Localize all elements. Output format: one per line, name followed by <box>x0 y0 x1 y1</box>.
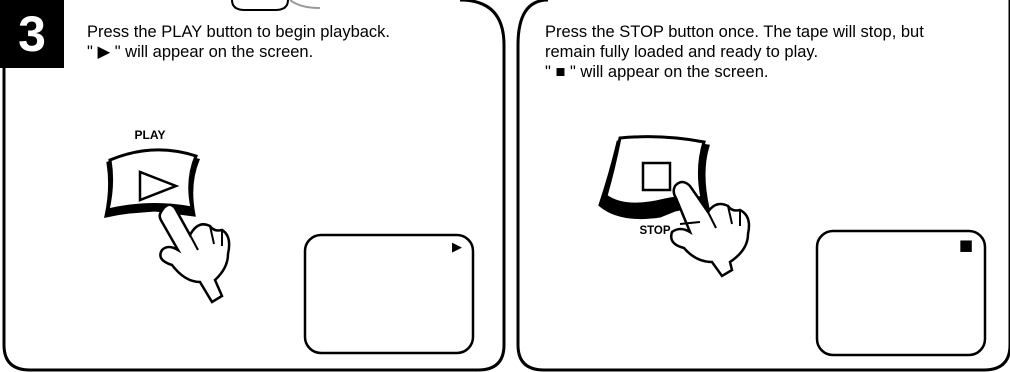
play-instructions: Press the PLAY button to begin playback.… <box>87 22 390 62</box>
play-tv-screen <box>305 235 473 353</box>
stop-instruction-line: Press the STOP button once. The tape wil… <box>545 22 924 42</box>
play-button-illustration <box>106 150 198 216</box>
top-decoration-shade <box>290 0 320 8</box>
stop-instruction-line: " ■ " will appear on the screen. <box>545 62 924 82</box>
stop-instruction-line: remain fully loaded and ready to play. <box>545 42 924 62</box>
play-button-label: PLAY <box>135 128 166 142</box>
stop-instructions: Press the STOP button once. The tape wil… <box>545 22 924 82</box>
stop-square-icon <box>643 163 670 190</box>
pointing-hand-icon <box>671 182 749 276</box>
stop-screen-indicator-icon: ■ <box>959 236 973 254</box>
top-decoration <box>232 0 288 10</box>
stop-button-label: STOP <box>639 225 670 237</box>
play-instruction-line: Press the PLAY button to begin playback. <box>87 22 390 42</box>
play-instruction-line: " ▶ " will appear on the screen. <box>87 42 390 62</box>
step-number-badge: 3 <box>0 0 64 68</box>
pointing-hand-icon <box>160 205 229 302</box>
play-screen-indicator-icon: ▶ <box>452 240 462 255</box>
